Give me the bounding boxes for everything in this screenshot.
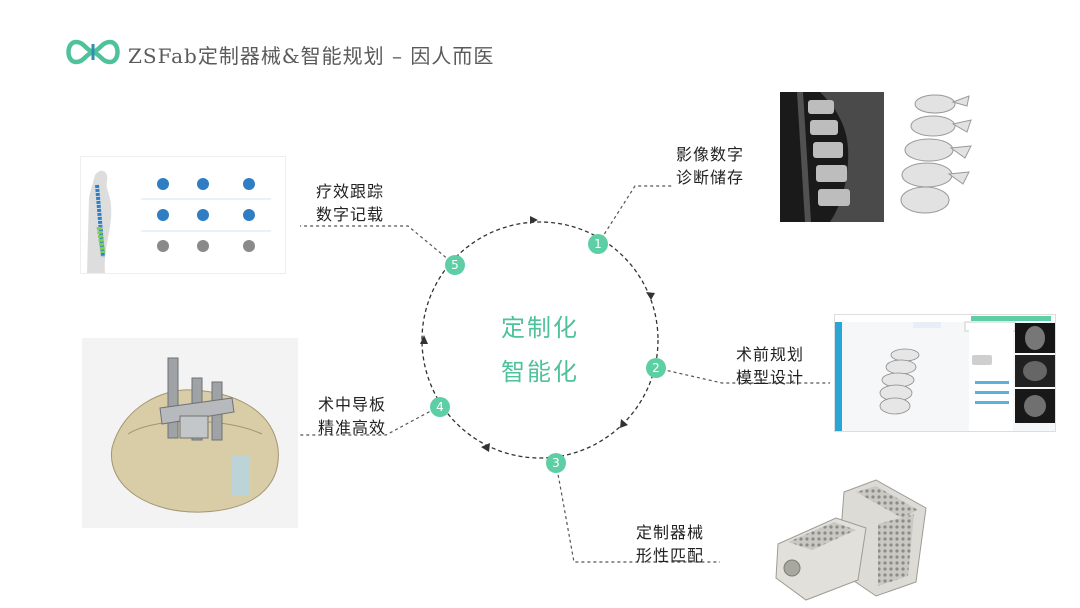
cycle-arrow-left — [420, 335, 428, 344]
cycle-arrow-lower-right — [620, 419, 628, 428]
step-node-4[interactable]: 4 — [430, 397, 450, 417]
step-label-1: 影像数字 诊断储存 — [676, 143, 744, 189]
step-4-line-2: 精准高效 — [318, 418, 387, 437]
cycle-arrow-top — [530, 216, 538, 224]
step-2-line-1: 术前规划 — [736, 345, 805, 364]
ct-scan-graphic — [780, 92, 884, 222]
step-node-5[interactable]: 5 — [445, 255, 465, 275]
step-1-line-2: 诊断储存 — [676, 168, 745, 187]
cycle-ring — [421, 221, 659, 459]
spine-3d-model-image — [895, 92, 973, 220]
planning-software-screenshot — [834, 314, 1056, 432]
step-5-line-2: 数字记载 — [316, 205, 385, 224]
step-3-line-1: 定制器械 — [636, 523, 705, 542]
page-title: ZSFab定制器械&智能规划 – 因人而医 — [128, 44, 495, 68]
step-3-line-2: 形性匹配 — [636, 546, 705, 565]
step-node-2[interactable]: 2 — [646, 358, 666, 378]
connector-step-5 — [300, 225, 456, 266]
step-label-2: 术前规划 模型设计 — [736, 343, 804, 389]
surgical-guide-graphic — [111, 357, 279, 513]
cycle-arrow-bottom — [481, 443, 490, 452]
step-label-4: 术中导板 精准高效 — [318, 393, 386, 439]
custom-implant-image — [726, 470, 998, 608]
ct-scan-image — [780, 92, 884, 222]
connector-step-4 — [298, 405, 441, 436]
surgical-guide-image — [82, 338, 298, 528]
evaluation-process-card — [80, 156, 286, 274]
spine-3d-graphic — [900, 94, 972, 214]
step-label-3: 定制器械 形性匹配 — [636, 521, 704, 567]
step-1-line-1: 影像数字 — [676, 145, 745, 164]
step-2-line-2: 模型设计 — [736, 368, 805, 387]
planning-software-graphic — [835, 315, 1055, 431]
center-text-intelligent: 智能化 — [501, 358, 579, 386]
zsfab-logo-icon — [66, 39, 120, 65]
cycle-arrow-upper-right — [646, 292, 655, 300]
implant-cage-front — [775, 517, 867, 601]
connector-step-2 — [655, 367, 830, 384]
connector-step-1 — [597, 185, 672, 245]
step-4-line-1: 术中导板 — [318, 395, 387, 414]
step-5-line-1: 疗效跟踪 — [316, 182, 385, 201]
step-node-3[interactable]: 3 — [546, 453, 566, 473]
center-text-customized: 定制化 — [501, 314, 579, 342]
step-node-1[interactable]: 1 — [588, 234, 608, 254]
evaluation-process-graphic — [87, 170, 271, 273]
step-label-5: 疗效跟踪 数字记载 — [316, 180, 384, 226]
implant-cages-graphic — [775, 479, 927, 601]
